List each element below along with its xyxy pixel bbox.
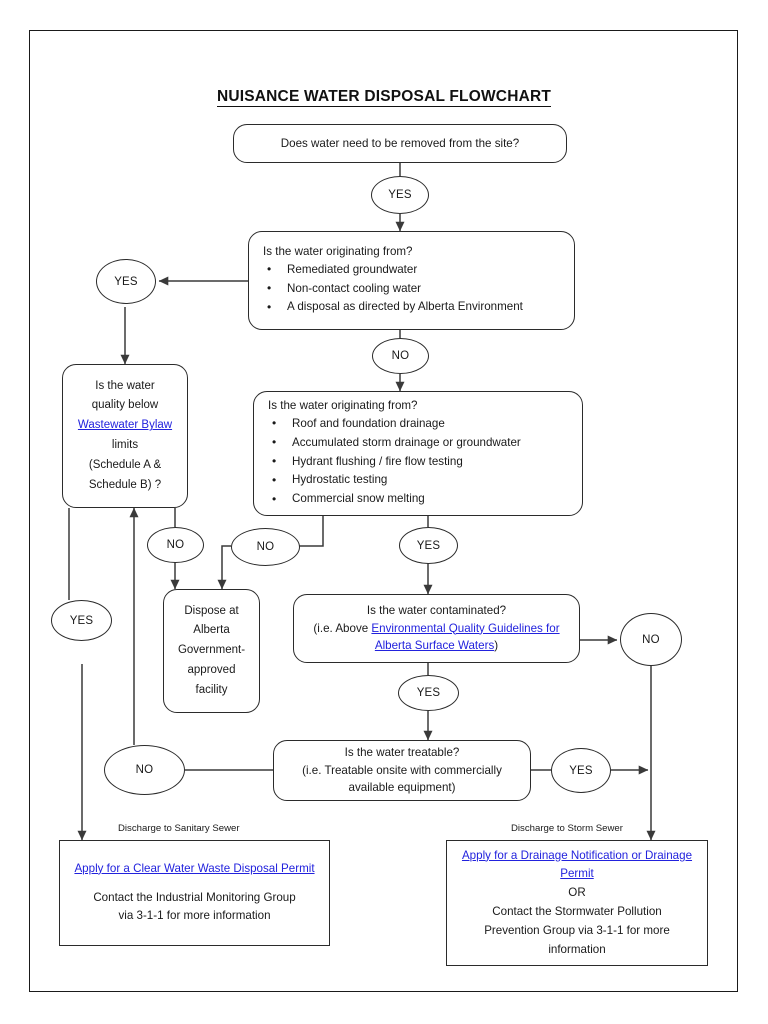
treatable-line-2: (i.e. Treatable onsite with commercially	[302, 763, 502, 777]
node-treatable-question-text: Is the water treatable? (i.e. Treatable …	[274, 744, 530, 798]
edge-label-origin1-yes: YES	[96, 259, 156, 304]
node-storm-terminal-text: Apply for a Drainage Notification or Dra…	[447, 847, 707, 960]
dispose-line-2: Alberta	[193, 624, 230, 637]
list-item: Accumulated storm drainage or groundwate…	[272, 433, 576, 453]
edge-label-quality-yes: YES	[51, 600, 112, 641]
edge-label-origin2-no: NO	[231, 528, 300, 566]
quality-link-line: Wastewater Bylaw limits	[66, 416, 184, 456]
page-border	[29, 30, 738, 992]
edge-label-origin1-no-text: NO	[391, 350, 410, 362]
quality-line-2: quality below	[91, 399, 159, 412]
annotation-storm-sewer: Discharge to Storm Sewer	[511, 823, 623, 834]
node-start-text: Does water need to be removed from the s…	[280, 136, 520, 150]
node-origin-question-2-head: Is the water originating from?	[268, 399, 418, 413]
edge-label-origin1-yes-text: YES	[114, 275, 138, 288]
node-quality-question-text: Is the water quality below Wastewater By…	[63, 377, 187, 496]
node-contaminated-question-text: Is the water contaminated? (i.e. Above E…	[294, 602, 579, 656]
treatable-line-1: Is the water treatable?	[344, 745, 460, 759]
node-storm-terminal: Apply for a Drainage Notification or Dra…	[446, 840, 708, 966]
quality-line-5: Schedule B) ?	[88, 478, 162, 491]
wastewater-bylaw-link[interactable]: Wastewater Bylaw	[77, 419, 173, 432]
edge-label-treatable-yes-text: YES	[569, 764, 593, 777]
dispose-line-1: Dispose at	[184, 604, 239, 617]
list-item: Roof and foundation drainage	[272, 414, 576, 434]
edge-label-origin2-no-text: NO	[256, 541, 275, 553]
drainage-notification-permit-link[interactable]: Apply for a Drainage Notification or Dra…	[461, 848, 693, 881]
annotation-sanitary-sewer-text: Discharge to Sanitary Sewer	[118, 823, 240, 834]
treatable-line-3: available equipment)	[348, 781, 456, 795]
edge-origin2no-to-dispose	[217, 545, 231, 590]
node-origin-question-1-head: Is the water originating from?	[263, 244, 413, 258]
edge-label-quality-no: NO	[147, 527, 204, 563]
edge-label-origin1-no: NO	[372, 338, 429, 374]
quality-line-4: (Schedule A &	[88, 458, 162, 471]
node-origin-question-2-bullets: Roof and foundation drainage Accumulated…	[254, 414, 582, 509]
contaminated-line-1: Is the water contaminated?	[366, 603, 507, 617]
node-origin-question-1: Is the water originating from? Remediate…	[248, 231, 575, 330]
edge-label-contaminated-yes: YES	[398, 675, 459, 711]
storm-body-line-2: Prevention Group via 3-1-1 for more	[484, 923, 670, 937]
list-item: A disposal as directed by Alberta Enviro…	[267, 298, 568, 317]
spacer	[68, 879, 321, 889]
storm-body-line-1: Contact the Stormwater Pollution	[492, 905, 662, 918]
edge-label-treatable-no: NO	[104, 745, 185, 795]
clear-water-waste-disposal-permit-link[interactable]: Apply for a Clear Water Waste Disposal P…	[74, 861, 315, 875]
list-item: Non-contact cooling water	[267, 279, 568, 299]
edge-label-contaminated-no: NO	[620, 613, 682, 666]
edge-label-origin2-yes-text: YES	[416, 539, 441, 552]
node-origin-question-2: Is the water originating from? Roof and …	[253, 391, 583, 516]
page-title: NUISANCE WATER DISPOSAL FLOWCHART	[0, 88, 768, 107]
quality-line-1: Is the water	[95, 379, 155, 392]
dispose-line-5: facility	[195, 683, 228, 696]
node-contaminated-question: Is the water contaminated? (i.e. Above E…	[293, 594, 580, 663]
node-start: Does water need to be removed from the s…	[233, 124, 567, 163]
contaminated-link-line: (i.e. Above Environmental Quality Guidel…	[300, 620, 573, 656]
edge-label-contaminated-yes-text: YES	[416, 687, 441, 699]
edge-label-start-yes: YES	[371, 176, 429, 214]
quality-link-tail: limits	[111, 439, 139, 451]
edge-label-quality-yes-text: YES	[69, 614, 94, 627]
node-origin-question-1-bullets: Remediated groundwater Non-contact cooli…	[249, 260, 574, 317]
node-dispose-facility-text: Dispose at Alberta Government- approved …	[164, 602, 259, 701]
sanitary-body-line-1: Contact the Industrial Monitoring Group	[93, 890, 296, 904]
edge-label-treatable-yes: YES	[551, 748, 611, 793]
list-item: Remediated groundwater	[267, 260, 568, 280]
edge-origin2-to-no	[299, 516, 324, 547]
contaminated-suffix: )	[494, 639, 499, 653]
sanitary-body-line-2: via 3-1-1 for more information	[118, 909, 271, 923]
list-item: Hydrostatic testing	[272, 471, 576, 490]
list-item: Hydrant flushing / fire flow testing	[272, 452, 576, 472]
node-sanitary-terminal-text: Apply for a Clear Water Waste Disposal P…	[60, 860, 329, 926]
node-sanitary-terminal: Apply for a Clear Water Waste Disposal P…	[59, 840, 330, 946]
storm-body-line-3: information	[548, 942, 606, 956]
edge-label-contaminated-no-text: NO	[642, 633, 660, 646]
contaminated-prefix: (i.e. Above	[313, 621, 372, 635]
edge-label-start-yes-text: YES	[388, 189, 412, 201]
node-dispose-facility: Dispose at Alberta Government- approved …	[163, 589, 260, 713]
storm-or: OR	[568, 886, 586, 900]
annotation-sanitary-sewer: Discharge to Sanitary Sewer	[118, 823, 240, 834]
node-quality-question: Is the water quality below Wastewater By…	[62, 364, 188, 508]
list-item: Commercial snow melting	[272, 490, 576, 509]
dispose-line-3: Government-	[177, 644, 246, 657]
edge-label-quality-no-text: NO	[166, 539, 185, 551]
page-title-text: NUISANCE WATER DISPOSAL FLOWCHART	[216, 88, 552, 107]
environmental-quality-guidelines-link[interactable]: Environmental Quality Guidelines for Alb…	[371, 621, 560, 653]
dispose-line-4: approved	[187, 663, 236, 676]
annotation-storm-sewer-text: Discharge to Storm Sewer	[511, 823, 623, 834]
edge-label-treatable-no-text: NO	[135, 764, 154, 776]
edge-label-origin2-yes: YES	[399, 527, 458, 564]
node-treatable-question: Is the water treatable? (i.e. Treatable …	[273, 740, 531, 801]
